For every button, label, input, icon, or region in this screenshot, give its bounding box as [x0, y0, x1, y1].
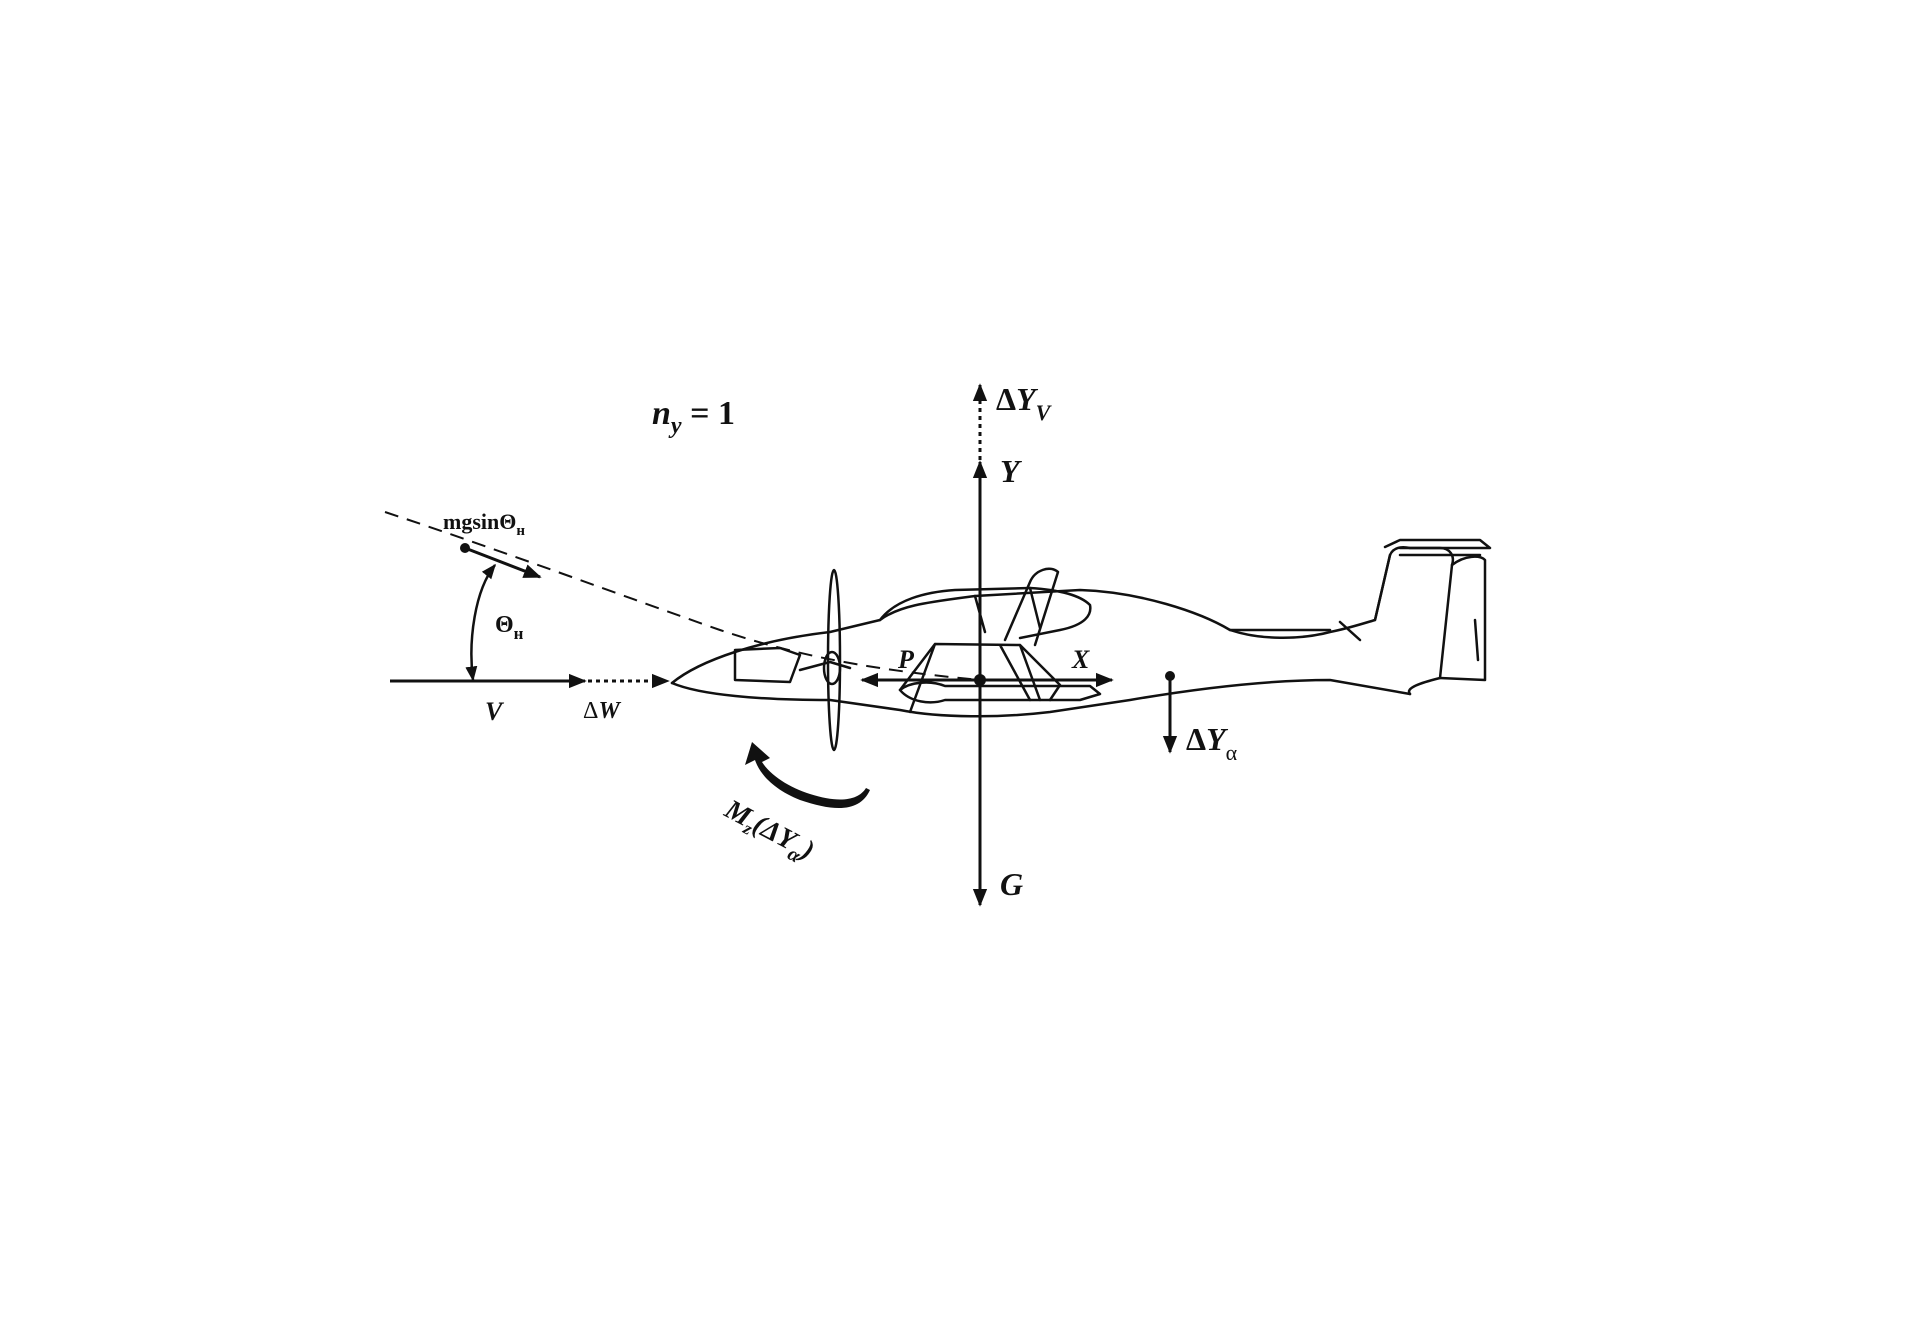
moment-arrow: [745, 742, 870, 809]
theta-arc: [465, 563, 496, 682]
canopy: [878, 586, 1092, 640]
wing: [898, 642, 1062, 714]
fin-cap: [1383, 538, 1492, 557]
center-of-gravity: [974, 674, 986, 686]
theta-label: Θн: [495, 612, 524, 643]
delta-y-alpha-label: ΔYα: [1186, 721, 1238, 765]
nose-inner: [733, 646, 802, 684]
mgsin-arrow: [464, 546, 542, 579]
fuselage-top: [670, 553, 1392, 685]
nacelle: [898, 681, 1102, 704]
airplane: [670, 538, 1492, 752]
p-label: P: [897, 645, 915, 674]
rudder: [1438, 555, 1487, 682]
x-label: X: [1071, 645, 1090, 674]
nose-line: [798, 660, 852, 672]
mgsin-point: [460, 543, 470, 553]
moment-label: Mz(ΔYα): [716, 793, 819, 871]
flight-path: [384, 511, 981, 681]
v-label: V: [485, 697, 505, 726]
delta-w-label: ΔW: [583, 698, 621, 724]
g-label: G: [1000, 866, 1023, 902]
fin: [1373, 546, 1455, 696]
delta-y-v-label: ΔYV: [996, 381, 1053, 425]
fuselage-bottom: [670, 678, 1412, 718]
stabilizer: [1228, 620, 1362, 642]
load-factor-label: ny = 1: [652, 395, 735, 439]
mgsin-label: mgsinΘн: [443, 509, 525, 539]
spinner: [822, 650, 842, 686]
y-label: Y: [1000, 453, 1022, 489]
seat: [1003, 567, 1060, 647]
